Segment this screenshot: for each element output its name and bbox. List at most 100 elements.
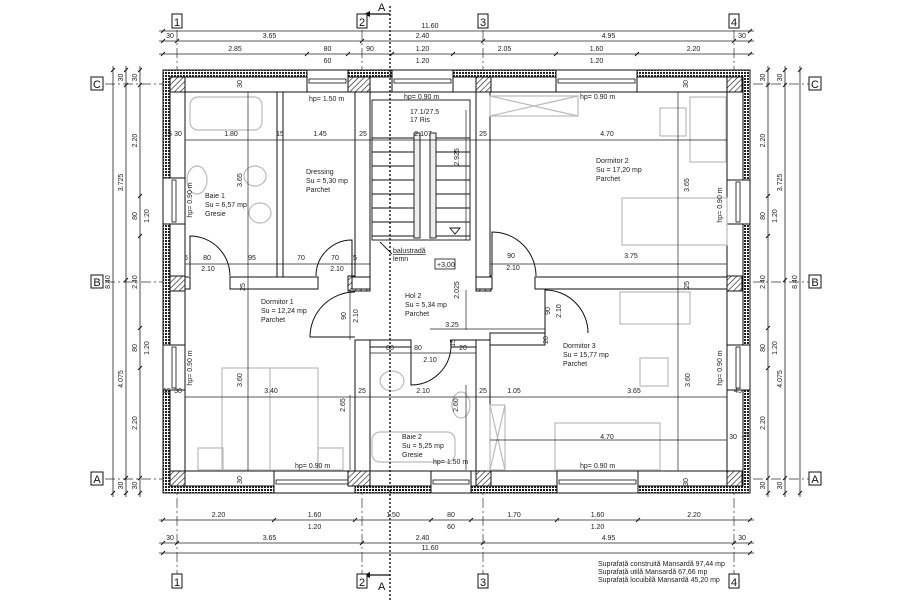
dimension-label: 80: [324, 46, 332, 53]
dimension-sublabel: 1.20: [591, 524, 605, 531]
dimension-label: 80: [132, 212, 139, 220]
dimension-total: 11.60: [422, 23, 439, 30]
interior-walls: [184, 91, 728, 472]
stair-risers: 17 Ris: [410, 117, 430, 124]
room-name: Dormitor 2: [596, 158, 629, 165]
interior-dimension: 2.10: [506, 265, 520, 272]
stair-direction-icon: [449, 227, 461, 235]
nightstand: [317, 447, 344, 471]
dimension-label: 2.40: [132, 275, 139, 289]
interior-dimension: 30: [729, 434, 737, 441]
dimension-label: 80: [760, 344, 767, 352]
interior-dimension: 3.25: [445, 322, 459, 329]
axis-marker-box: [90, 471, 104, 486]
dimension-label: 2.40: [760, 275, 767, 289]
axis-marker-box: [808, 274, 822, 289]
column: [726, 76, 743, 93]
axis-label-A: A: [811, 474, 819, 486]
axis-marker-box: [171, 13, 183, 29]
interior-dimension: 90: [341, 312, 348, 320]
dimension-label: 90: [366, 46, 374, 53]
column: [169, 470, 186, 487]
window-height-label: hp= 0.90 m: [717, 350, 724, 385]
window-height-label: hp= 0.90 m: [187, 182, 194, 217]
interior-dimension: 20: [459, 345, 467, 352]
room-floor: Parchet: [261, 317, 285, 324]
interior-dimension: 80: [386, 345, 394, 352]
dimension-label: 30: [132, 74, 139, 82]
interior-dimension: 2.60: [453, 398, 460, 412]
window-height-label: hp= 1.50 m: [309, 96, 344, 103]
interior-dimension: 30: [683, 80, 690, 88]
column: [475, 76, 492, 93]
room-floor: Parchet: [563, 361, 587, 368]
dimension-total: 8.40: [792, 275, 799, 289]
interior-dimension: 25: [684, 281, 691, 289]
column: [169, 275, 186, 292]
interior-dimension: 3.40: [264, 388, 278, 395]
axis-marker-box: [728, 13, 740, 29]
section-label-bottom: A: [378, 581, 386, 593]
interior-dimension: 1.80: [224, 131, 238, 138]
interior-dimension: 15: [450, 339, 457, 347]
interior-dimension: 3.65: [684, 178, 691, 192]
area-summary: Suprafață construită Mansardă 97,44 mp S…: [598, 561, 725, 584]
room-floor: Gresie: [205, 211, 226, 218]
interior-dimension: 30: [237, 80, 244, 88]
door-dormitor-2: [491, 231, 537, 277]
interior-dimension: 2.10: [416, 388, 430, 395]
nightstand: [197, 447, 224, 471]
axis-label-2: 2: [359, 577, 365, 589]
bathtub: [371, 431, 456, 463]
axis-label-B: B: [811, 277, 818, 289]
dimension-label: 3.65: [263, 33, 277, 40]
axis-label-3: 3: [480, 17, 486, 29]
interior-dimension: 3.65: [627, 388, 641, 395]
interior-dimension: 30: [174, 388, 182, 395]
axis-marker-box: [90, 76, 104, 91]
bathtub: [189, 96, 263, 131]
desk: [619, 291, 691, 325]
interior-dimension: 3.60: [685, 373, 692, 387]
room-floor: Parchet: [405, 311, 429, 318]
summary-built-area: Suprafață construită Mansardă 97,44 mp: [598, 561, 725, 568]
railing-label: balustradă: [393, 248, 426, 255]
axis-label-B: B: [93, 277, 100, 289]
dimension-label: 3.65: [263, 535, 277, 542]
dimension-label: 1.60: [591, 512, 605, 519]
interior-dimension: 30: [174, 131, 182, 138]
axis-label-4: 4: [731, 17, 737, 29]
axis-label-3: 3: [480, 577, 486, 589]
room-floor: Parchet: [306, 187, 330, 194]
dimension-total: 11.60: [422, 545, 439, 552]
room-name: Dormitor 3: [563, 343, 596, 350]
column: [475, 470, 492, 487]
dimension-label: 2.20: [212, 512, 226, 519]
window-height-label: hp= 0.90 m: [580, 463, 615, 470]
interior-dimension: 5: [184, 255, 188, 262]
dimension-sublabel: 1.20: [416, 58, 430, 65]
dimension-label: 80: [760, 212, 767, 220]
axis-label-C: C: [93, 79, 101, 91]
dimension-sublabel: 1.20: [772, 341, 779, 355]
window-height-label: hp= 0.90 m: [404, 94, 439, 101]
interior-dimension: 70: [297, 255, 305, 262]
axis-marker-box: [356, 13, 368, 29]
sink: [451, 391, 471, 419]
wardrobe: [689, 96, 727, 163]
window-height-label: hp= 0.90 m: [580, 94, 615, 101]
door-dormitor-3: [544, 289, 589, 334]
dimension-sublabel: 1.20: [590, 58, 604, 65]
interior-dimension: 3.60: [237, 373, 244, 387]
room-area: Su = 12,24 mp: [261, 308, 307, 315]
interior-dimension: 4.70: [600, 131, 614, 138]
interior-dimension: 1.05: [507, 388, 521, 395]
interior-dimension: 2.925: [454, 148, 461, 166]
dimension-label: 2.20: [687, 512, 701, 519]
dimension-sublabel: 1.20: [144, 341, 151, 355]
interior-dimension: 80: [414, 345, 422, 352]
interior-dimension: 25: [359, 131, 367, 138]
